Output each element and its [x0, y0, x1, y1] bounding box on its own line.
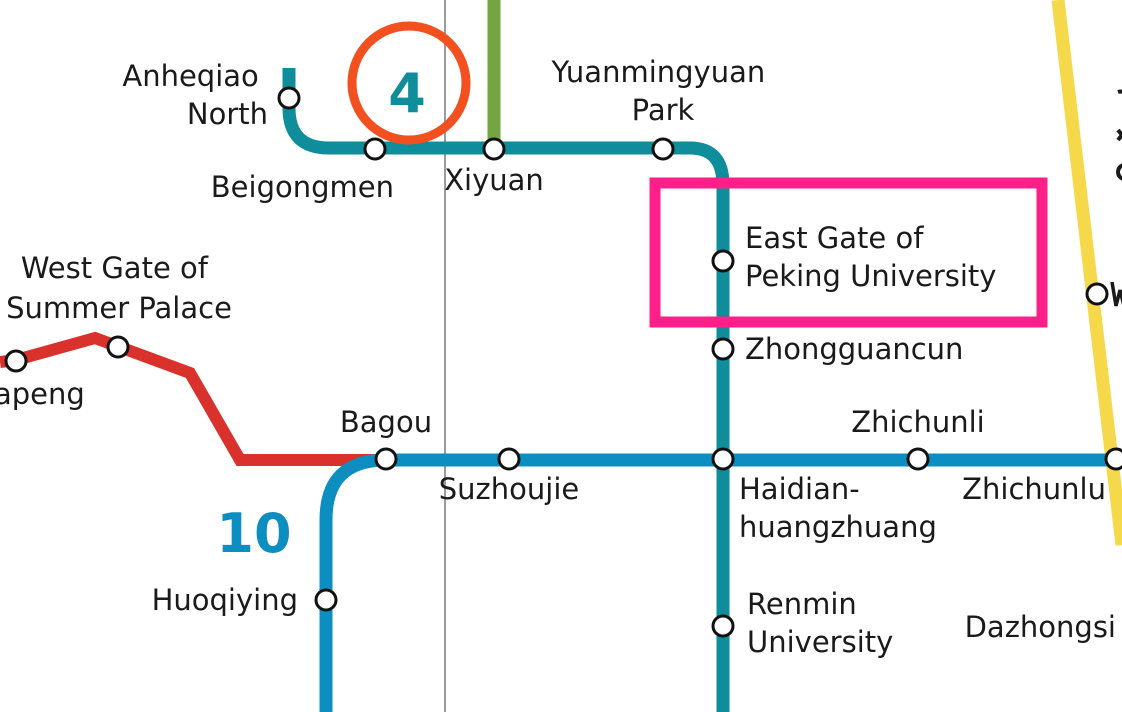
line-4-badge: 4: [388, 62, 426, 125]
station-marker-xiyuan[interactable]: [482, 137, 506, 161]
station-marker-zhichunli[interactable]: [906, 447, 930, 471]
station-label-dazhongsi: Dazhongsi: [965, 610, 1116, 644]
station-marker-east-gate-pku[interactable]: [711, 249, 735, 273]
station-marker-apeng[interactable]: [4, 349, 28, 373]
station-label-zhongguancun: Zhongguancun: [745, 332, 963, 366]
station-marker-huoqiying[interactable]: [314, 588, 338, 612]
station-marker-renmin-university[interactable]: [711, 614, 735, 638]
station-label-anheqiao-north: Anheqiao North: [122, 59, 268, 131]
station-marker-suzhoujie[interactable]: [497, 447, 521, 471]
cropped-label-fragments: [1110, 89, 1122, 307]
station-marker-bagou[interactable]: [374, 447, 398, 471]
line-10-badge: 10: [216, 502, 291, 565]
station-label-beigongmen: Beigongmen: [211, 170, 394, 204]
station-label-yuanmingyuan-park: Yuanmingyuan Park: [551, 55, 775, 127]
station-marker-anheqiao-north[interactable]: [277, 86, 301, 110]
highlight-circle: [347, 21, 471, 145]
station-label-east-gate-pku: East Gate of Peking University: [745, 221, 996, 293]
station-label-zhichunlu: Zhichunlu: [962, 472, 1106, 506]
station-marker-west-gate-summer-palace[interactable]: [106, 335, 130, 359]
station-label-huoqiying: Huoqiying: [152, 583, 298, 617]
station-label-haidianhuangzhuang: Haidian- huangzhuang: [739, 472, 937, 544]
station-label-bagou: Bagou: [340, 405, 432, 439]
station-marker-zhongguancun[interactable]: [711, 337, 735, 361]
station-marker-beigongmen[interactable]: [363, 137, 387, 161]
station-label-west-gate-summer-palace: West Gate of Summer Palace: [6, 251, 232, 325]
station-marker-yuanmingyuan-park[interactable]: [651, 137, 675, 161]
line-4-track: [282, 68, 730, 712]
station-marker-zhichunlu[interactable]: [1104, 447, 1122, 471]
station-label-renmin-university: Renmin University: [747, 587, 893, 659]
station-label-zhichunli: Zhichunli: [851, 405, 985, 439]
station-label-xiyuan: Xiyuan: [444, 163, 544, 197]
highlight-box: [649, 177, 1048, 328]
station-label-suzhoujie: Suzhoujie: [439, 472, 579, 506]
station-label-apeng: apeng: [0, 377, 85, 411]
station-marker-right-edge[interactable]: [1085, 282, 1109, 306]
station-marker-haidianhuangzhuang[interactable]: [711, 447, 735, 471]
